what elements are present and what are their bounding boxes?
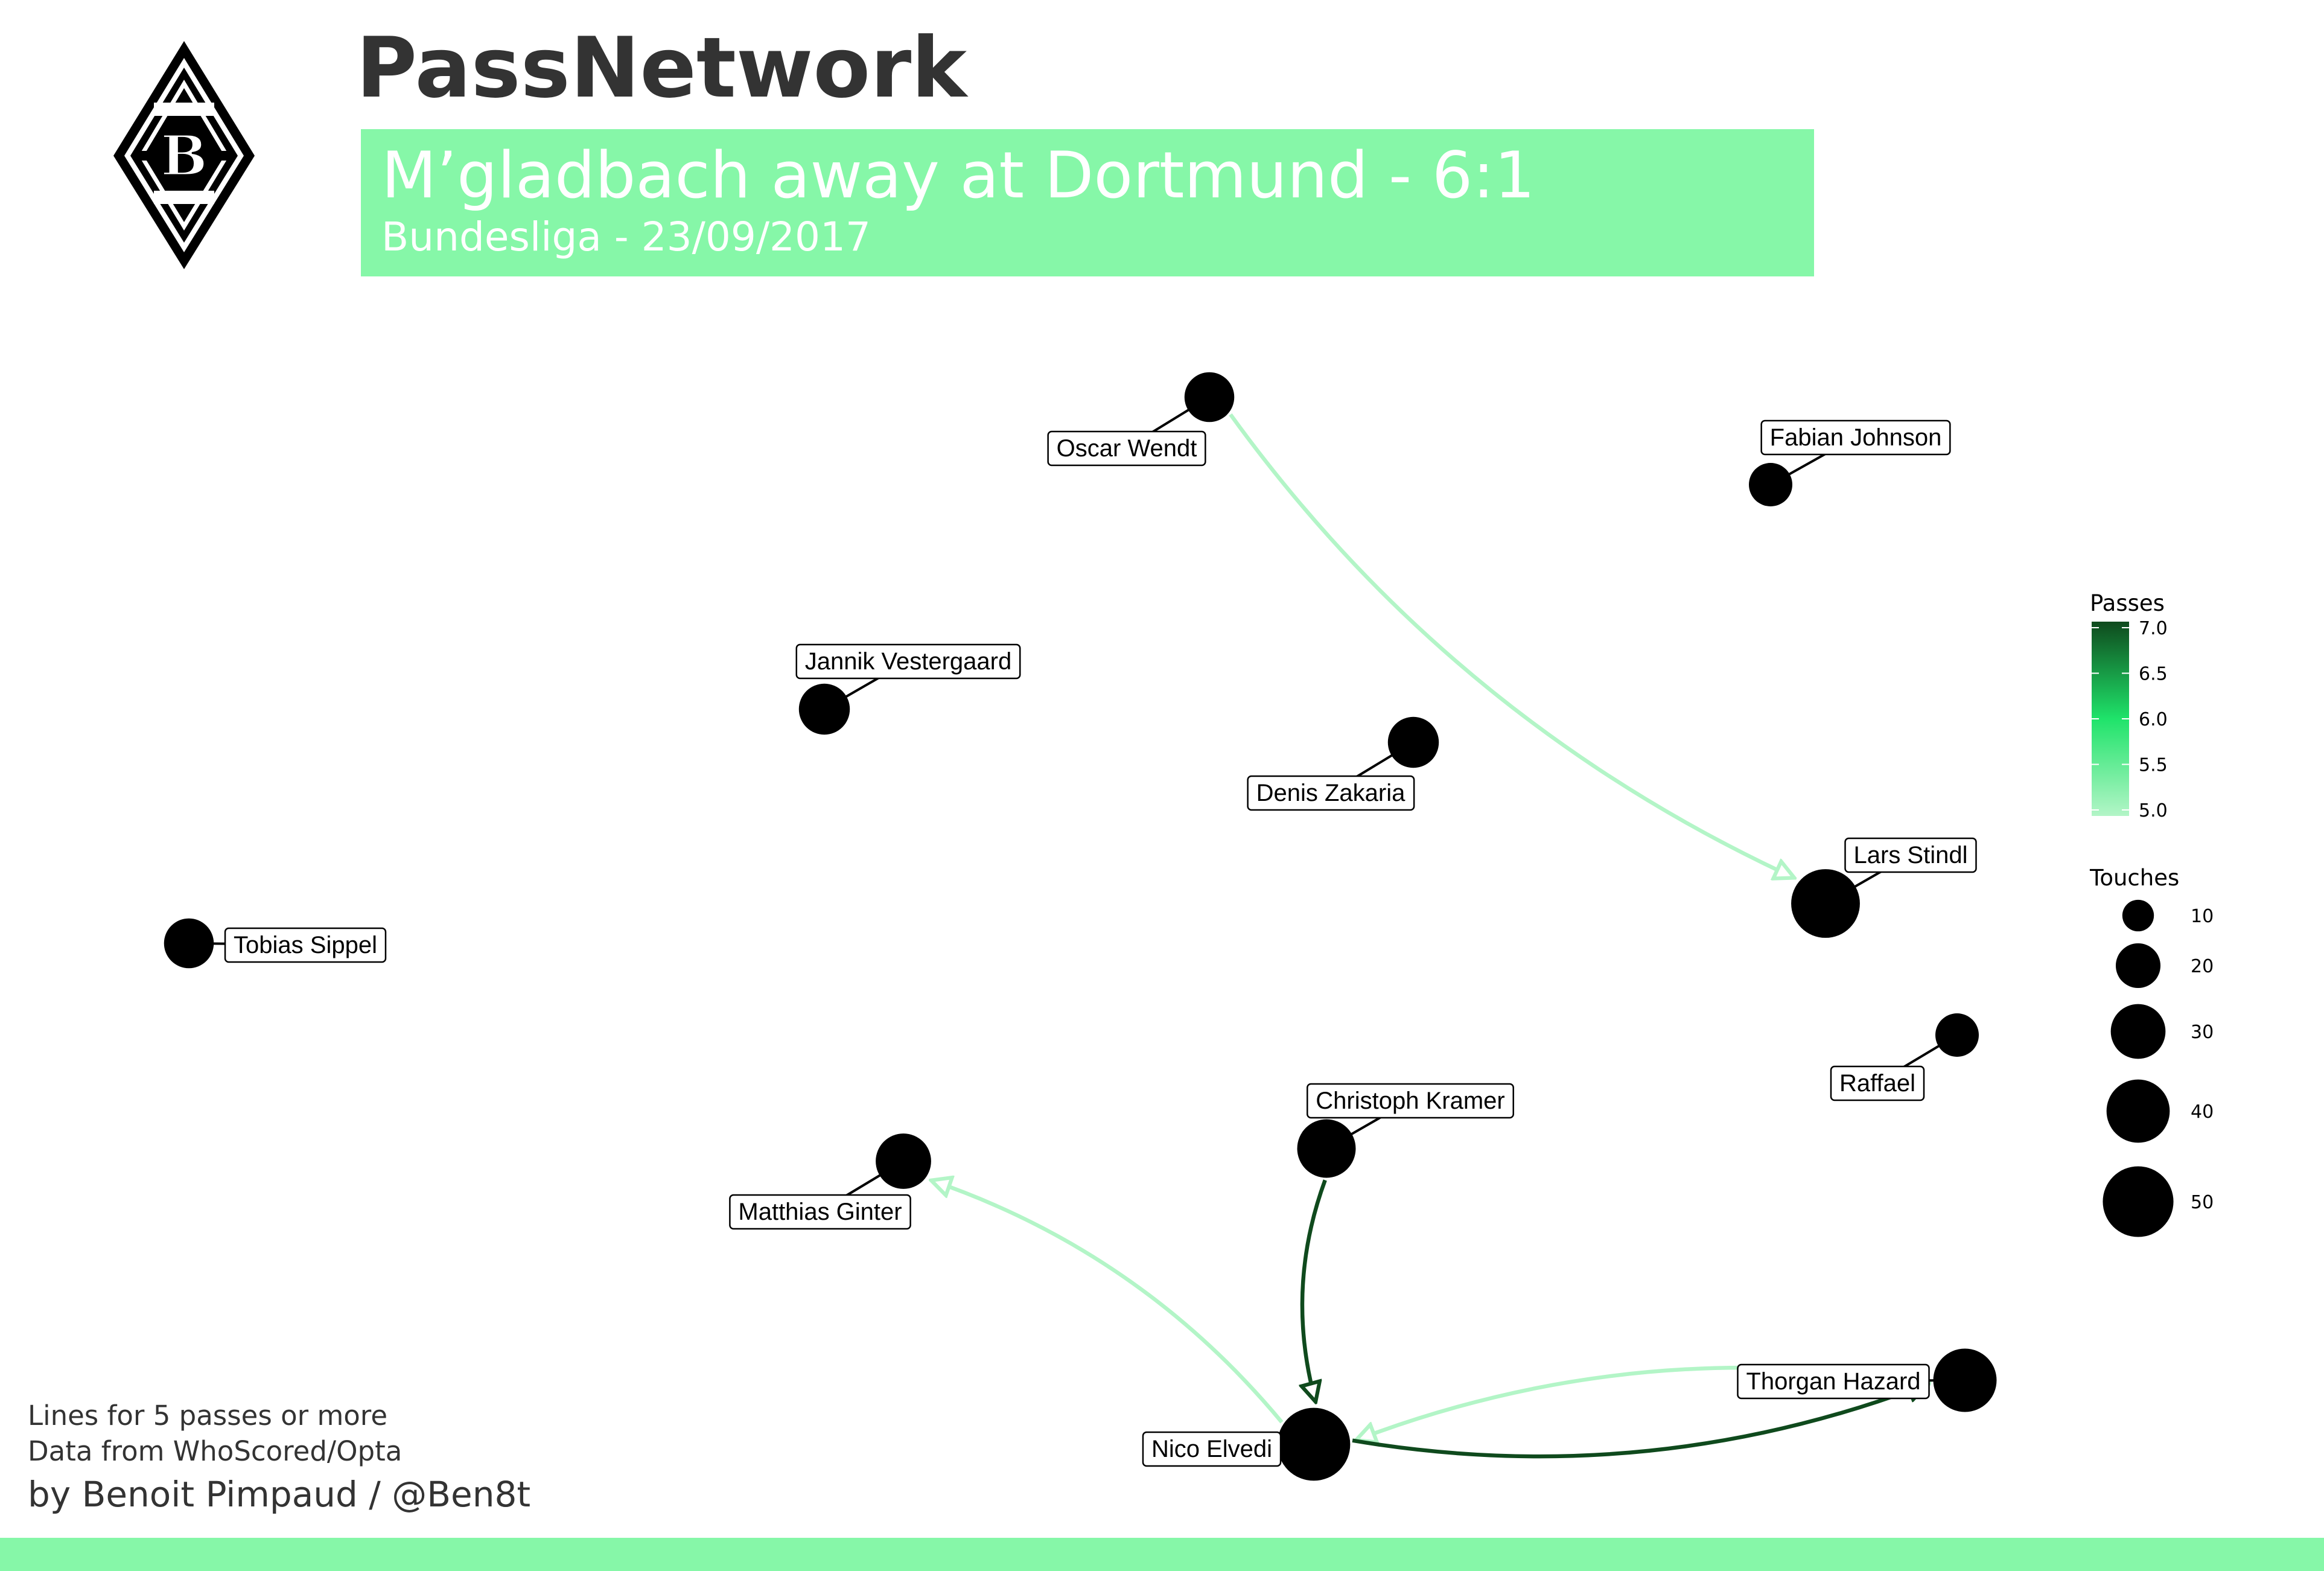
- player-label-oscar-wendt: Oscar Wendt: [1047, 430, 1206, 467]
- match-subtitle: Bundesliga - 23/09/2017: [381, 214, 871, 260]
- player-node-raffael: [1935, 1013, 1979, 1057]
- player-label-denis-zakaria: Denis Zakaria: [1247, 775, 1415, 811]
- player-name-tobias-sippel: Tobias Sippel: [234, 932, 377, 958]
- player-node-thorgan-hazard: [1933, 1348, 1997, 1412]
- touches-legend-label-10: 10: [2191, 906, 2214, 927]
- player-name-thorgan-hazard: Thorgan Hazard: [1746, 1368, 1920, 1395]
- svg-text:B: B: [161, 123, 208, 188]
- player-node-jannik-vestergaard: [798, 683, 850, 735]
- passes-legend: Passes 7.0 6.5 6.0 5.5 5.0: [2090, 590, 2168, 821]
- pass-edges: [931, 413, 1931, 1459]
- player-label-lars-stindl: Lars Stindl: [1844, 837, 1977, 873]
- player-node-denis-zakaria: [1387, 716, 1439, 768]
- player-node-nico-elvedi: [1277, 1407, 1351, 1481]
- pass-edge-christoph-kramer-to-nico-elvedi: [1302, 1179, 1327, 1401]
- player-label-thorgan-hazard: Thorgan Hazard: [1737, 1363, 1930, 1400]
- player-name-nico-elvedi: Nico Elvedi: [1151, 1436, 1272, 1462]
- passes-tick-label: 7.0: [2139, 618, 2168, 639]
- player-label-fabian-johnson: Fabian Johnson: [1760, 419, 1951, 456]
- footer-credit: by Benoit Pimpaud / @Ben8t: [28, 1474, 530, 1515]
- player-name-fabian-johnson: Fabian Johnson: [1770, 424, 1942, 451]
- pass-edge-oscar-wendt-to-lars-stindl: [1229, 413, 1794, 878]
- player-name-denis-zakaria: Denis Zakaria: [1256, 780, 1406, 806]
- touches-legend-dot-40: [2106, 1079, 2170, 1143]
- player-label-tobias-sippel: Tobias Sippel: [224, 927, 387, 963]
- player-name-christoph-kramer: Christoph Kramer: [1316, 1088, 1504, 1114]
- page-title: PassNetwork: [356, 19, 969, 116]
- touches-legend-label-50: 50: [2191, 1192, 2214, 1213]
- passes-tick-label: 6.5: [2139, 664, 2168, 685]
- touches-legend-label-20: 20: [2191, 956, 2214, 977]
- player-name-jannik-vestergaard: Jannik Vestergaard: [805, 648, 1011, 675]
- header-banner: [361, 129, 1814, 276]
- passes-tick-label: 5.0: [2139, 800, 2168, 821]
- touches-legend-label-40: 40: [2191, 1101, 2214, 1123]
- touches-legend-dot-50: [2103, 1166, 2174, 1237]
- player-node-matthias-ginter: [876, 1133, 931, 1189]
- player-node-fabian-johnson: [1749, 463, 1792, 506]
- player-label-matthias-ginter: Matthias Ginter: [729, 1194, 911, 1230]
- touches-legend-dot-10: [2122, 899, 2154, 932]
- player-name-raffael: Raffael: [1839, 1070, 1915, 1097]
- player-node-tobias-sippel: [164, 918, 214, 969]
- touches-legend: Touches 10 20 30 40 50: [2089, 865, 2214, 1237]
- player-label-christoph-kramer: Christoph Kramer: [1307, 1083, 1514, 1119]
- player-node-christoph-kramer: [1297, 1119, 1356, 1178]
- touches-legend-title: Touches: [2089, 865, 2179, 891]
- player-node-lars-stindl: [1791, 869, 1860, 938]
- player-nodes: [164, 372, 1997, 1481]
- bottom-accent-bar: [0, 1538, 2324, 1571]
- player-label-raffael: Raffael: [1830, 1065, 1925, 1101]
- player-name-oscar-wendt: Oscar Wendt: [1057, 435, 1197, 462]
- pass-edge-nico-elvedi-to-thorgan-hazard: [1352, 1384, 1928, 1459]
- player-name-matthias-ginter: Matthias Ginter: [738, 1199, 902, 1225]
- footer-note-source: Data from WhoScored/Opta: [28, 1435, 402, 1467]
- player-node-oscar-wendt: [1184, 372, 1235, 422]
- club-crest-logo: B: [113, 41, 255, 269]
- passes-tick-label: 5.5: [2139, 755, 2168, 776]
- match-title: M’gladbach away at Dortmund - 6:1: [381, 138, 1535, 212]
- pass-edge-nico-elvedi-to-matthias-ginter: [931, 1181, 1284, 1424]
- touches-legend-label-30: 30: [2191, 1022, 2214, 1043]
- touches-legend-dot-20: [2115, 943, 2161, 989]
- touches-legend-dot-30: [2110, 1004, 2166, 1059]
- passes-tick-label: 6.0: [2139, 709, 2168, 730]
- passes-legend-title: Passes: [2090, 590, 2165, 616]
- footer-note-threshold: Lines for 5 passes or more: [28, 1400, 387, 1432]
- player-label-jannik-vestergaard: Jannik Vestergaard: [795, 643, 1021, 680]
- player-name-lars-stindl: Lars Stindl: [1854, 842, 1968, 868]
- player-label-nico-elvedi: Nico Elvedi: [1142, 1431, 1282, 1467]
